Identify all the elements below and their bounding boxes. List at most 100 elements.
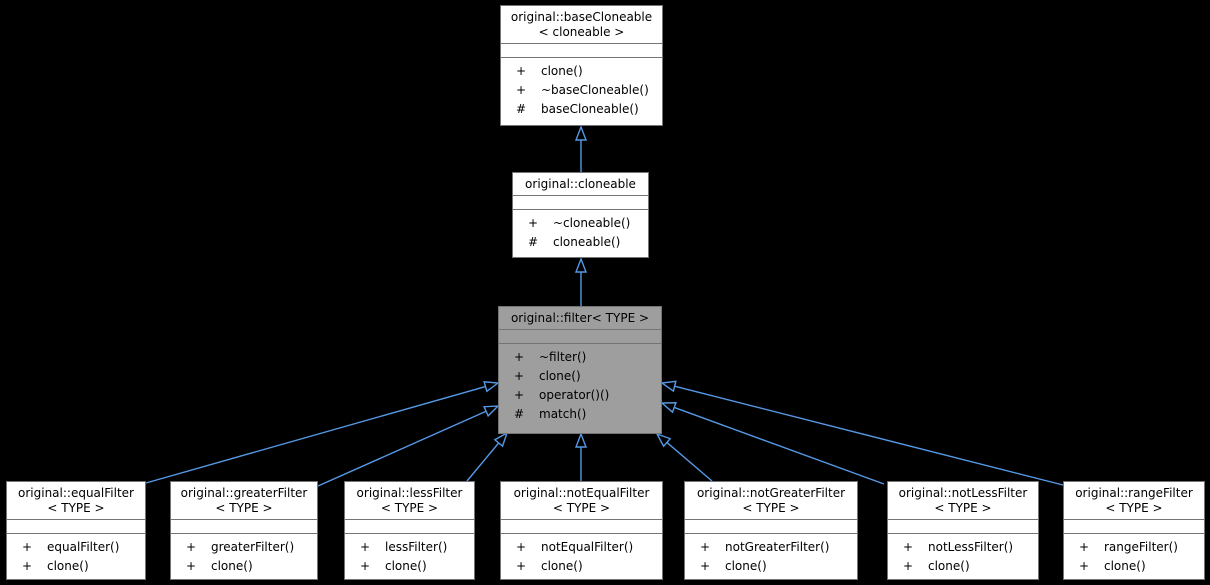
class-attributes-empty: [888, 520, 1038, 534]
class-member: + clone(): [183, 557, 315, 576]
member-name: equalFilter(): [47, 540, 120, 554]
member-access: +: [21, 559, 33, 573]
class-node-notGreaterFilter[interactable]: original::notGreaterFilter < TYPE > + no…: [684, 481, 858, 580]
class-methods: + notEqualFilter() + clone(): [501, 534, 662, 579]
class-title-line: original::filter< TYPE >: [510, 311, 650, 325]
class-title-line: original::cloneable: [525, 177, 636, 191]
class-member: # baseCloneable(): [513, 100, 660, 119]
class-member: + operator()(): [511, 386, 659, 405]
class-template-params: < TYPE >: [934, 501, 992, 515]
member-name: clone(): [211, 559, 253, 573]
member-access: +: [513, 388, 525, 402]
class-member: # cloneable(): [525, 233, 646, 252]
member-access: +: [513, 350, 525, 364]
member-name: notGreaterFilter(): [725, 540, 830, 554]
class-methods: + equalFilter() + clone(): [7, 534, 145, 579]
class-title-line: original::greaterFilter: [180, 486, 308, 500]
member-name: notLessFilter(): [928, 540, 1014, 554]
member-access: +: [902, 540, 914, 554]
class-title: original::notLessFilter < TYPE >: [888, 482, 1038, 520]
member-name: clone(): [1104, 559, 1146, 573]
class-title: original::cloneable: [513, 173, 648, 196]
class-attributes-empty: [513, 196, 648, 210]
member-access: +: [515, 540, 527, 554]
class-member: + clone(): [511, 367, 659, 386]
class-member: + clone(): [1076, 557, 1202, 576]
member-name: lessFilter(): [385, 540, 448, 554]
class-node-equalFilter[interactable]: original::equalFilter < TYPE > + equalFi…: [6, 481, 146, 580]
class-template-params: < TYPE >: [47, 501, 105, 515]
class-node-filter-highlighted[interactable]: original::filter< TYPE > + ~filter() + c…: [498, 306, 662, 434]
member-access: +: [1078, 559, 1090, 573]
class-title-line: original::baseCloneable: [510, 10, 653, 24]
member-access: +: [515, 64, 527, 78]
class-node-cloneable[interactable]: original::cloneable + ~cloneable() # clo…: [512, 172, 649, 258]
class-title: original::greaterFilter < TYPE >: [171, 482, 317, 520]
inheritance-arrow-notEqualFilter-to-filter: [574, 432, 588, 481]
class-methods: + ~filter() + clone() + operator()() # m…: [499, 344, 661, 433]
class-template-params: < TYPE >: [215, 501, 273, 515]
member-name: baseCloneable(): [541, 102, 639, 116]
class-node-greaterFilter[interactable]: original::greaterFilter < TYPE > + great…: [170, 481, 318, 580]
class-node-notEqualFilter[interactable]: original::notEqualFilter < TYPE > + notE…: [500, 481, 663, 580]
inheritance-arrow-filter-to-cloneable: [574, 257, 588, 306]
member-access: +: [359, 540, 371, 554]
class-methods: + lessFilter() + clone(): [345, 534, 474, 579]
member-access: +: [527, 216, 539, 230]
member-access: +: [185, 540, 197, 554]
class-node-notLessFilter[interactable]: original::notLessFilter < TYPE > + notLe…: [887, 481, 1039, 580]
class-node-rangeFilter[interactable]: original::rangeFilter < TYPE > + rangeFi…: [1063, 481, 1205, 580]
member-access: +: [515, 559, 527, 573]
member-name: clone(): [541, 64, 583, 78]
member-access: #: [527, 235, 539, 249]
class-attributes-empty: [171, 520, 317, 534]
class-attributes-empty: [685, 520, 857, 534]
class-title-line: original::notEqualFilter: [513, 486, 650, 500]
member-access: +: [699, 540, 711, 554]
class-member: # match(): [511, 405, 659, 424]
member-access: +: [185, 559, 197, 573]
class-template-params: < TYPE >: [552, 501, 611, 515]
member-access: +: [21, 540, 33, 554]
member-name: clone(): [928, 559, 970, 573]
member-name: rangeFilter(): [1104, 540, 1178, 554]
member-name: greaterFilter(): [211, 540, 295, 554]
class-title: original::notEqualFilter < TYPE >: [501, 482, 662, 520]
class-member: + notLessFilter(): [900, 538, 1036, 557]
class-title-line: original::rangeFilter: [1075, 486, 1193, 500]
class-title-line: original::notLessFilter: [898, 486, 1028, 500]
class-template-params: < TYPE >: [742, 501, 800, 515]
member-name: ~cloneable(): [553, 216, 631, 230]
class-attributes-empty: [345, 520, 474, 534]
class-title: original::rangeFilter < TYPE >: [1064, 482, 1204, 520]
class-member: + notGreaterFilter(): [697, 538, 855, 557]
class-member: + clone(): [900, 557, 1036, 576]
class-title-line: original::notGreaterFilter: [696, 486, 846, 500]
class-member: + equalFilter(): [19, 538, 143, 557]
member-access: +: [515, 83, 527, 97]
class-attributes-empty: [499, 330, 661, 344]
class-template-params: < cloneable >: [538, 25, 625, 39]
class-title: original::equalFilter < TYPE >: [7, 482, 145, 520]
member-name: clone(): [539, 369, 581, 383]
inheritance-arrow-lessFilter-to-filter: [466, 431, 509, 482]
class-methods: + rangeFilter() + clone(): [1064, 534, 1204, 579]
member-name: cloneable(): [553, 235, 621, 249]
class-member: + clone(): [357, 557, 472, 576]
class-node-baseCloneable[interactable]: original::baseCloneable < cloneable > + …: [500, 5, 663, 126]
class-methods: + greaterFilter() + clone(): [171, 534, 317, 579]
class-node-lessFilter[interactable]: original::lessFilter < TYPE > + lessFilt…: [344, 481, 475, 580]
class-member: + notEqualFilter(): [513, 538, 660, 557]
member-name: ~baseCloneable(): [541, 83, 649, 97]
member-name: clone(): [725, 559, 767, 573]
class-methods: + notGreaterFilter() + clone(): [685, 534, 857, 579]
class-member: + ~baseCloneable(): [513, 81, 660, 100]
inheritance-arrow-notGreaterFilter-to-filter: [655, 432, 713, 482]
class-attributes-empty: [7, 520, 145, 534]
class-member: + rangeFilter(): [1076, 538, 1202, 557]
member-access: #: [513, 407, 525, 421]
member-name: clone(): [541, 559, 583, 573]
class-title: original::baseCloneable < cloneable >: [501, 6, 662, 44]
